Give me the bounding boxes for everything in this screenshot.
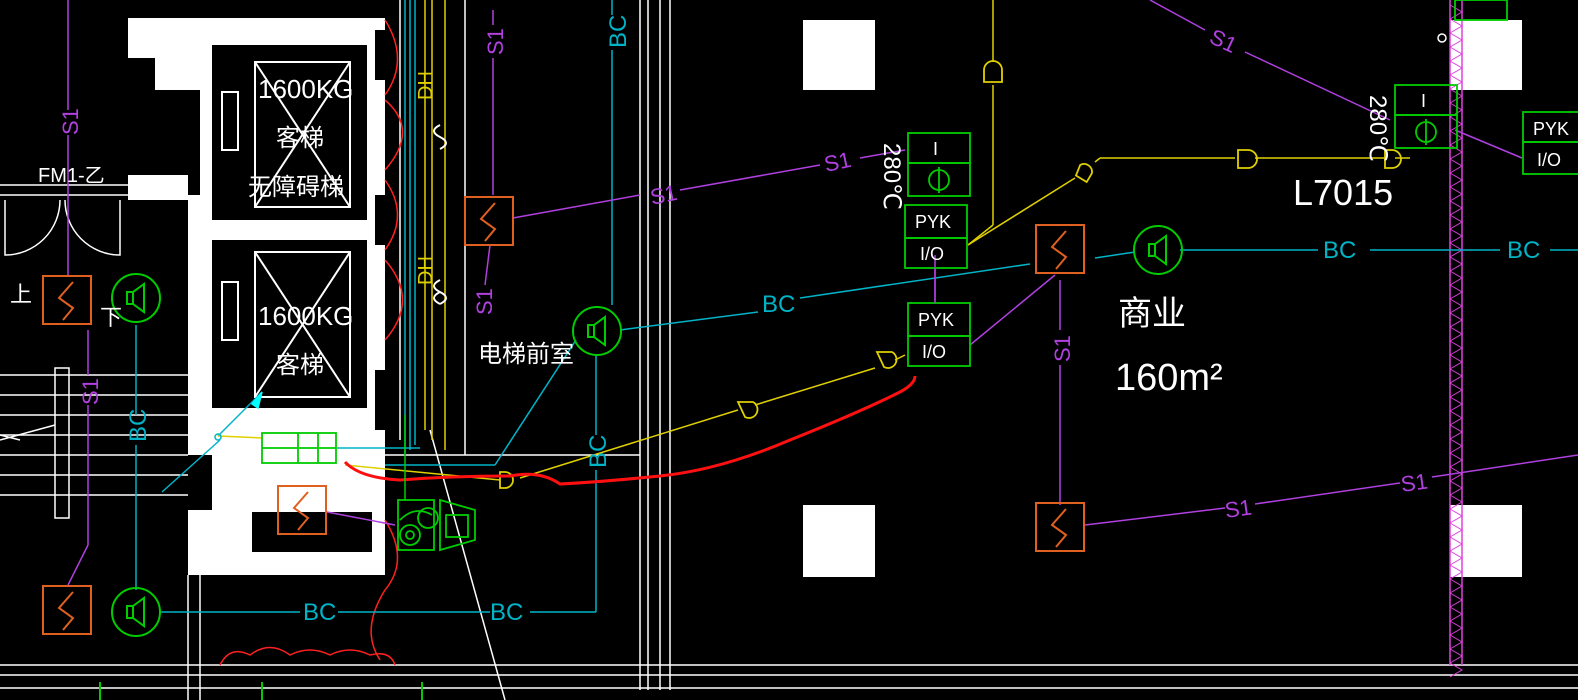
bc-tags: BC BC BC BC BC BC BC BC: [125, 15, 1540, 626]
bc-tag: BC: [605, 15, 632, 48]
room-name: 商业: [1118, 294, 1186, 334]
marker-dot: [1437, 33, 1447, 43]
node-dot: [214, 433, 222, 441]
dh-tags: DH DH: [415, 71, 437, 285]
bc-tag: BC: [1323, 237, 1356, 264]
s1-tag: S1: [58, 108, 83, 135]
s1-tag: S1: [822, 147, 854, 177]
s1-lines: [67, 0, 1578, 586]
damper-temp-label: 280℃: [1364, 95, 1391, 162]
module-io-label: I/O: [1537, 150, 1561, 170]
bc-tag: BC: [490, 599, 523, 626]
s1-tag: S1: [648, 180, 680, 210]
module-i-label: I: [933, 139, 938, 159]
bc-tag: BC: [585, 435, 612, 468]
s1-tag: S1: [1206, 24, 1241, 58]
s1-tags: S1 S1 S1 S1 S1 S1 S1 S1 S1 S1: [58, 24, 1429, 523]
elevator-car-2: [254, 251, 351, 398]
grid-zigzag: [1449, 4, 1463, 678]
door-arcs: [219, 19, 404, 666]
room-area: 160m²: [1115, 357, 1223, 399]
door-code: FM1-乙: [38, 165, 105, 187]
elevator-car-1: [254, 61, 351, 208]
level-code: L7015: [1293, 172, 1393, 213]
s1-tag: S1: [483, 28, 508, 55]
terminal-box[interactable]: [261, 432, 337, 464]
smoke-detector-icon[interactable]: [464, 196, 514, 246]
s1-tag: S1: [1399, 468, 1429, 497]
stair-down: 下: [100, 306, 122, 331]
damper-temp-label: 280℃: [878, 143, 905, 210]
s1-tag: S1: [78, 378, 103, 405]
stair-up: 上: [10, 283, 32, 308]
s1-tag: S1: [1223, 494, 1253, 523]
d-couplers: [499, 60, 1402, 489]
module-pyk-label: PYK: [1533, 119, 1569, 139]
elevator1-load: 1600KG: [258, 74, 353, 104]
elevator-lobby-label: 电梯前室: [478, 340, 574, 368]
elevator1-type: 无障碍梯: [248, 173, 344, 201]
bc-lines: [135, 0, 1578, 613]
wall-openings: [221, 30, 385, 430]
module-pyk-label: PYK: [918, 310, 954, 330]
s1-tag: S1: [1050, 335, 1075, 362]
smoke-detector-icon[interactable]: [42, 275, 92, 325]
module-group-upper[interactable]: [904, 132, 971, 367]
module-io-label: I/O: [920, 244, 944, 264]
elevator2-load: 1600KG: [258, 301, 353, 331]
module-io-label: I/O: [922, 342, 946, 362]
elevator1-name: 客梯: [276, 124, 324, 152]
smoke-detector-icon[interactable]: [1035, 502, 1085, 552]
module-i-label: I: [1421, 91, 1426, 111]
module-group-right[interactable]: [1394, 0, 1578, 175]
dh-tag: DH: [415, 71, 437, 100]
speaker-icon[interactable]: [1133, 225, 1183, 275]
dh-tag: DH: [415, 256, 437, 285]
grid-column-teeth: [1449, 4, 1463, 678]
grid-column: [1449, 0, 1463, 665]
bottom-ticks: [99, 682, 423, 700]
red-annotation-mark: [343, 375, 917, 486]
alarm-bell-icon[interactable]: [397, 498, 476, 552]
s1-tag: S1: [472, 288, 497, 315]
module-pyk-label: PYK: [915, 212, 951, 232]
speaker-icon[interactable]: [572, 306, 622, 356]
bc-tag: BC: [1507, 237, 1540, 264]
smoke-detector-icon[interactable]: [42, 585, 92, 635]
smoke-detector-icon[interactable]: [1035, 224, 1085, 274]
bc-tag: BC: [125, 409, 152, 442]
bc-tag: BC: [303, 599, 336, 626]
speaker-icon[interactable]: [111, 587, 161, 637]
elevator-shafts: [212, 45, 372, 552]
elevator2-name: 客梯: [276, 351, 324, 379]
bc-tag: BC: [762, 291, 795, 318]
dh-bundle: [404, 0, 447, 455]
